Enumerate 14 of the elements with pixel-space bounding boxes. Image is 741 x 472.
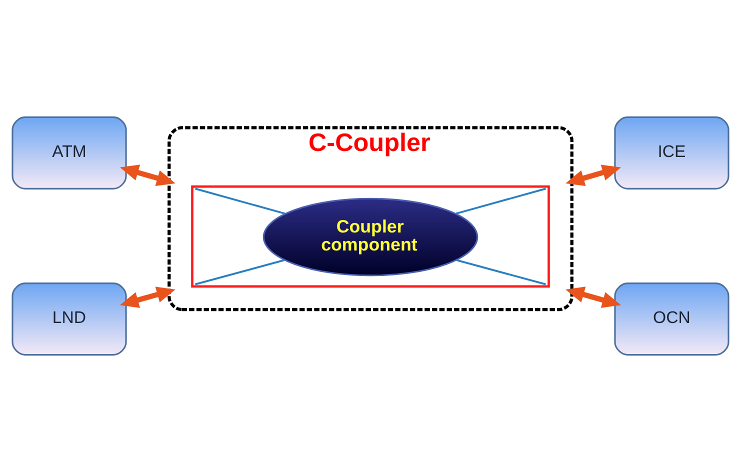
connector [195,188,286,214]
arrow [120,286,176,308]
cluster [191,185,550,288]
connector [195,259,285,286]
connector [456,259,546,286]
arrow [120,164,176,186]
arrow [566,286,622,308]
node-box: LND [12,282,127,356]
arrow [566,164,622,186]
connector [456,188,546,214]
node-ellipse: Coupler component [262,198,478,276]
node-box: ICE [614,116,730,190]
node-box: ATM [12,116,127,190]
node-box: OCN [614,282,730,356]
